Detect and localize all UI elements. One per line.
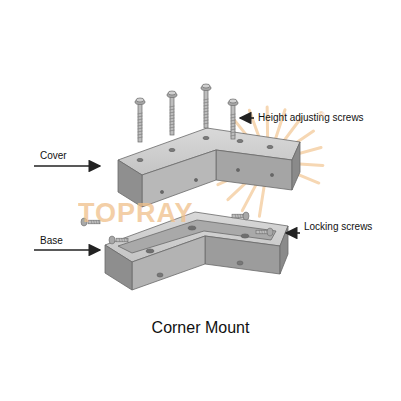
watermark: TOPRAY	[78, 198, 194, 228]
screw-thread	[138, 134, 143, 135]
screw-thread	[204, 102, 209, 103]
screw-thread	[170, 130, 175, 131]
screw-shank	[138, 102, 142, 142]
sunburst-watermark	[213, 107, 323, 216]
screw-thread	[231, 123, 236, 124]
screw-thread	[170, 121, 175, 122]
screw-thread	[170, 124, 175, 125]
screw-thread	[231, 114, 236, 115]
screw-thread	[235, 214, 236, 218]
screw-thread	[204, 114, 209, 115]
screw-thread	[138, 131, 143, 132]
screw-head	[202, 84, 210, 88]
screw-thread	[170, 127, 175, 128]
screw-thread	[264, 230, 265, 234]
screw-thread	[138, 128, 143, 129]
screw-thread	[170, 115, 175, 116]
screw-thread	[170, 106, 175, 107]
screw-thread	[204, 120, 209, 121]
screw-thread	[231, 135, 236, 136]
screw-thread	[204, 108, 209, 109]
screw-thread	[204, 111, 209, 112]
screw-shank	[116, 238, 128, 242]
screw-head	[267, 228, 273, 236]
part-label: Locking screws	[304, 221, 372, 233]
screw-shank	[256, 230, 268, 234]
screw-thread	[138, 137, 143, 138]
screw-thread	[231, 117, 236, 118]
screw-thread	[138, 125, 143, 126]
screw-shank	[231, 103, 235, 139]
screw-head	[243, 212, 249, 220]
screw-thread	[231, 132, 236, 133]
part-label: Base	[40, 235, 63, 247]
screw-thread	[240, 214, 241, 218]
leader-arrows	[34, 118, 300, 250]
screw-thread	[127, 238, 128, 242]
screw-thread	[204, 117, 209, 118]
screw-thread	[204, 99, 209, 100]
screw-thread	[259, 230, 260, 234]
screw-thread	[262, 230, 263, 234]
watermark: ®	[318, 110, 325, 120]
caption: Corner Mount	[152, 318, 250, 337]
screw-thread	[138, 113, 143, 114]
screw-thread	[138, 122, 143, 123]
screw-thread	[204, 123, 209, 124]
screw-thread	[170, 109, 175, 110]
screw-thread	[231, 126, 236, 127]
screw-thread	[122, 238, 123, 242]
screw-thread	[170, 118, 175, 119]
screw-head	[109, 236, 115, 244]
screw-head	[229, 99, 237, 103]
cover-part	[118, 128, 300, 207]
part-label: Cover	[40, 150, 67, 162]
screw-shank	[204, 88, 208, 128]
screw-thread	[231, 120, 236, 121]
screw-thread	[138, 119, 143, 120]
screw-thread	[204, 105, 209, 106]
height-adjusting-screws	[135, 84, 238, 142]
part-label: Height adjusting screws	[258, 112, 364, 124]
screw-thread	[231, 129, 236, 130]
screw-thread	[138, 116, 143, 117]
screw-shank	[232, 214, 244, 218]
screw-thread	[124, 238, 125, 242]
screw-head	[136, 98, 144, 102]
screw-head	[168, 91, 176, 95]
screw-shank	[170, 95, 174, 135]
screw-thread	[170, 112, 175, 113]
screw-thread	[238, 214, 239, 218]
screw-thread	[119, 238, 120, 242]
